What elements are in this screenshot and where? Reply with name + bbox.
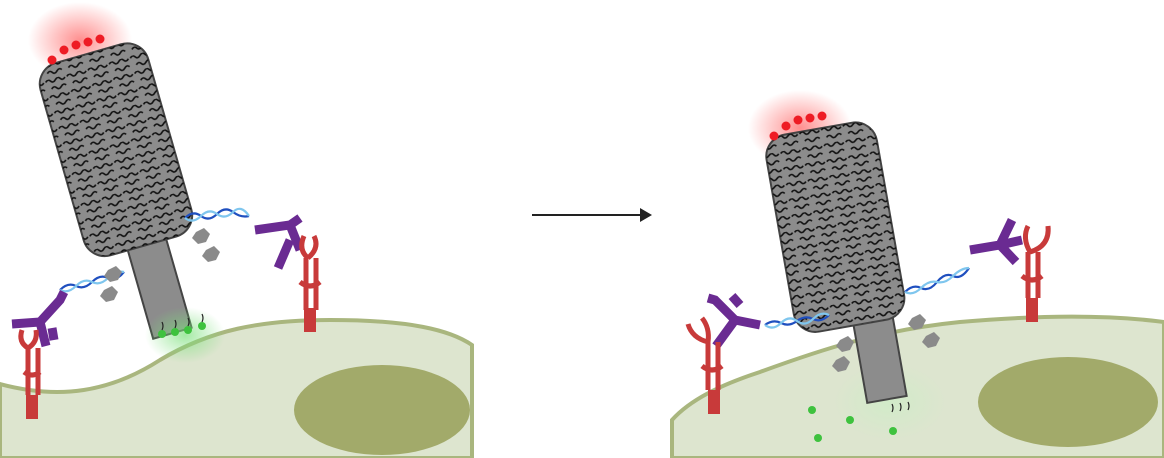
- antibody-right-1: [706, 293, 761, 349]
- green-glow-right: [834, 364, 946, 440]
- drug-molecules-left: [100, 228, 220, 302]
- nucleus-left: [294, 365, 470, 455]
- receptor-right-1: [685, 316, 724, 414]
- receptor-left-2: [298, 234, 322, 332]
- red-labels-left: [47, 34, 105, 65]
- dna-right-1: [764, 312, 830, 329]
- dna-left-2: [184, 207, 250, 222]
- panel-after: [670, 90, 1164, 458]
- green-cargo-left: [158, 322, 206, 338]
- green-glow-left: [145, 307, 225, 363]
- antibody-right-2: [969, 218, 1023, 266]
- receptor-left-1: [18, 329, 42, 419]
- green-cargo-right: [808, 406, 897, 442]
- antibody-left-2: [254, 214, 305, 270]
- receptor-right-2: [1020, 224, 1051, 322]
- dna-right-2: [904, 266, 970, 295]
- antibody-left-1: [11, 289, 69, 348]
- panel-before: [0, 2, 474, 458]
- red-labels-right: [769, 111, 827, 141]
- transition-arrow: [532, 208, 652, 222]
- drug-molecules-right: [832, 314, 940, 372]
- nucleus-right: [978, 357, 1158, 447]
